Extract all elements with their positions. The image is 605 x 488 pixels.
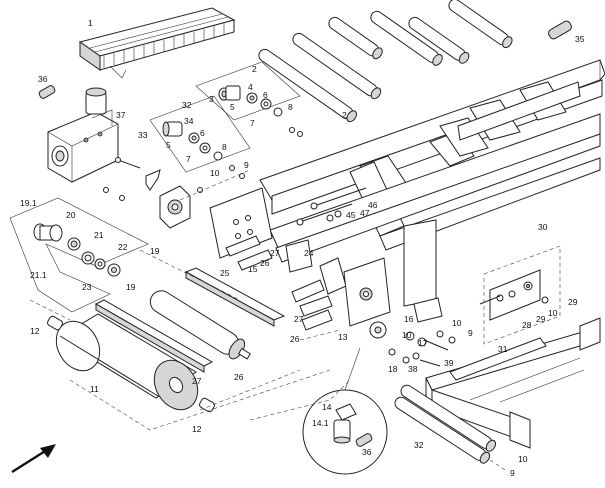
callout-10: 10	[402, 330, 412, 340]
drum-bearing-box	[9, 197, 149, 313]
callout-38: 38	[408, 364, 418, 374]
callout-8: 8	[288, 102, 293, 112]
callout-19: 19	[150, 246, 160, 256]
end-bracket	[479, 245, 561, 345]
callout-21-1: 21.1	[30, 270, 47, 280]
callout-10: 10	[452, 318, 462, 328]
callout-6: 6	[200, 128, 205, 138]
callout-9: 9	[244, 160, 249, 170]
callout-46: 46	[368, 200, 378, 210]
callout-14-1: 14.1	[312, 418, 329, 428]
callout-11: 11	[90, 384, 99, 394]
callout-5: 5	[166, 140, 171, 150]
callout-7: 7	[186, 154, 191, 164]
flat-bar	[94, 299, 214, 373]
callout-2: 2	[342, 110, 347, 120]
callout-26: 26	[290, 334, 300, 344]
pin-35	[548, 20, 572, 40]
callout-28: 28	[522, 320, 532, 330]
tail-frame	[425, 317, 601, 449]
detail-circle	[302, 347, 388, 475]
callout-9: 9	[468, 328, 473, 338]
callout-29: 29	[536, 314, 546, 324]
callout-21: 21	[94, 230, 104, 240]
callout-39: 39	[444, 358, 454, 368]
callout-4: 4	[248, 82, 253, 92]
callout-16: 16	[404, 314, 414, 324]
tension-bolts	[296, 187, 367, 226]
pin-36	[38, 85, 56, 99]
callout-23: 23	[82, 282, 92, 292]
main-frame	[259, 59, 605, 323]
callout-29: 29	[568, 297, 578, 307]
assembly-guides	[29, 169, 506, 471]
callout-36: 36	[38, 74, 48, 84]
callout-36: 36	[362, 447, 372, 457]
callout-45: 45	[346, 210, 356, 220]
gear-motor	[47, 87, 119, 183]
callout-7: 7	[250, 118, 255, 128]
callout-35: 35	[575, 34, 585, 44]
callout-19-1: 19.1	[20, 198, 37, 208]
callout-17: 17	[418, 338, 428, 348]
callout-34: 34	[184, 116, 194, 126]
callout-3: 3	[209, 94, 214, 104]
right-fasteners	[369, 321, 456, 367]
callout-24: 24	[304, 248, 314, 258]
direction-arrow	[11, 444, 56, 474]
callout-1: 1	[88, 18, 93, 28]
callout-12: 12	[192, 424, 202, 434]
callout-33: 33	[138, 130, 148, 140]
callout-47: 47	[360, 208, 370, 218]
bearing-box-upper	[195, 61, 301, 121]
callout-10: 10	[548, 308, 558, 318]
callout-27: 27	[270, 248, 280, 258]
callout-2: 2	[252, 64, 257, 74]
callout-27: 27	[294, 314, 304, 324]
callout-22: 22	[118, 242, 128, 252]
callout-12: 12	[30, 326, 40, 336]
callout-25: 25	[220, 268, 230, 278]
callout-19: 19	[126, 282, 136, 292]
callout-26: 26	[260, 258, 270, 268]
upper-rollers	[258, 0, 513, 123]
bearing-box-lower	[149, 95, 251, 173]
callout-18: 18	[388, 364, 398, 374]
scraper-bar	[184, 267, 286, 327]
callout-6: 6	[263, 90, 268, 100]
callout-31: 31	[498, 344, 508, 354]
callout-9: 9	[510, 468, 515, 478]
callout-15: 15	[248, 264, 258, 274]
callout-26: 26	[234, 372, 244, 382]
callout-labels: 1 2 2 3 4 5 5 6 6 7 7 8 8 9 9 9 10 10 10…	[20, 18, 585, 478]
callout-10: 10	[518, 454, 528, 464]
callout-10: 10	[210, 168, 220, 178]
lower-rollers	[394, 384, 497, 464]
bearing-flange	[159, 185, 191, 229]
fasteners	[103, 127, 303, 201]
callout-13: 13	[338, 332, 348, 342]
callout-8: 8	[222, 142, 227, 152]
side-plates	[209, 187, 391, 331]
callout-27: 27	[192, 376, 202, 386]
callout-30: 30	[538, 222, 548, 232]
callout-14: 14	[322, 402, 332, 412]
conveyor-chain	[78, 7, 236, 79]
callout-5: 5	[230, 102, 235, 112]
callout-37: 37	[116, 110, 126, 120]
drive-drum	[47, 313, 215, 413]
callout-32: 32	[182, 100, 192, 110]
callout-32: 32	[414, 440, 424, 450]
callout-20: 20	[66, 210, 76, 220]
idler-roller	[149, 290, 251, 360]
